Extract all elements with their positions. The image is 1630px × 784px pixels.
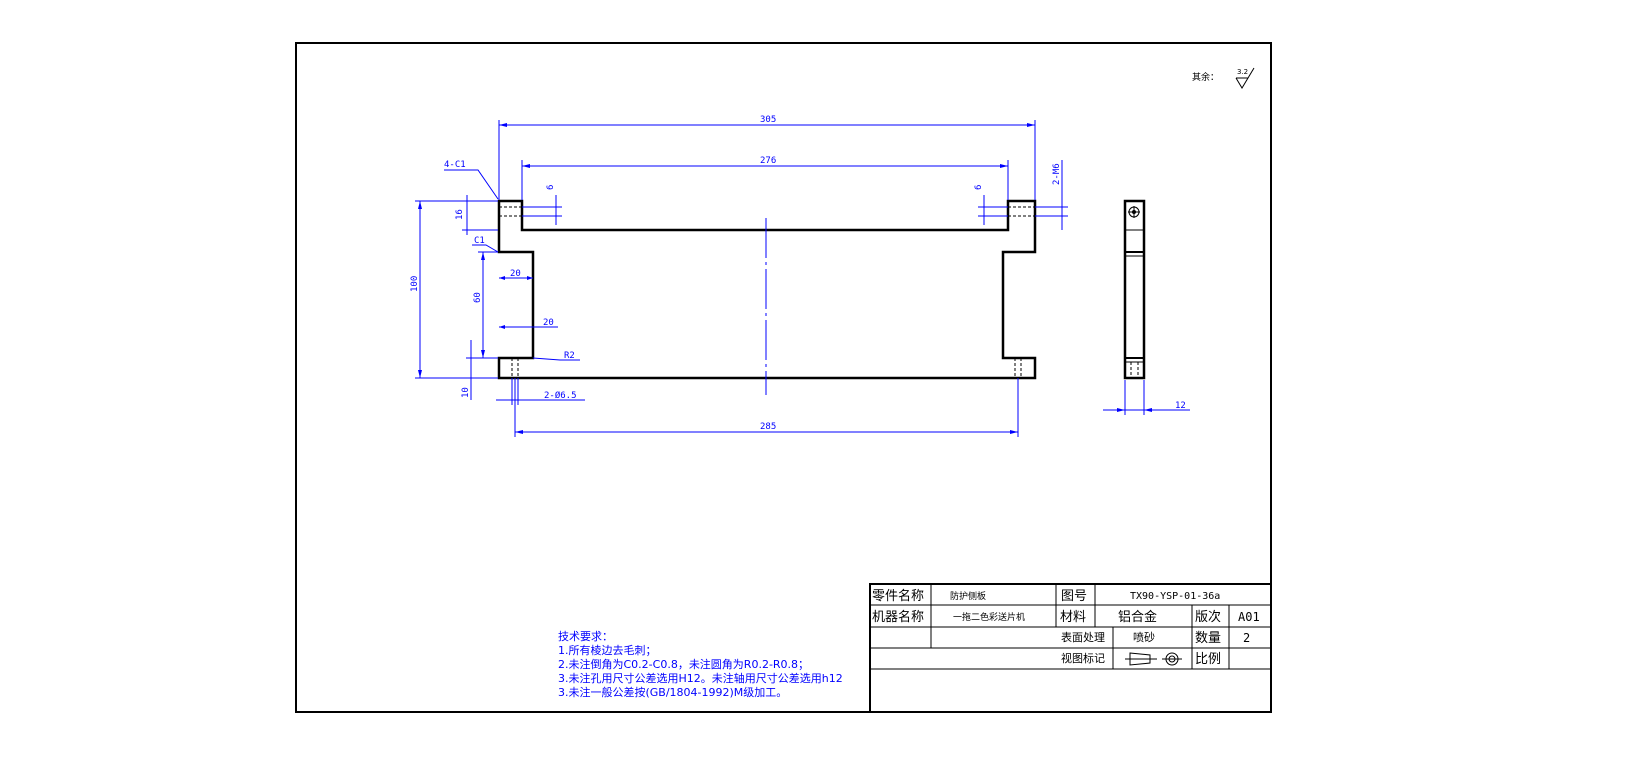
dim-c1: C1	[472, 236, 499, 253]
tb-surface: 喷砂	[1133, 631, 1155, 644]
side-outline	[1123, 199, 1146, 380]
tb-part-name-label: 零件名称	[872, 588, 924, 604]
dim-285-label: 285	[760, 422, 776, 432]
note-2: 2.未注倒角为C0.2-C0.8，未注圆角为R0.2-R0.8；	[558, 657, 809, 671]
bottom-holes	[511, 358, 1022, 378]
surface-note-label: 其余：	[1192, 71, 1219, 83]
dim-hole-label: 2-Ø6.5	[544, 390, 577, 401]
dim-6-right-label: 6	[974, 185, 984, 190]
dim-hole: 2-Ø6.5	[496, 378, 585, 405]
dim-276: 276	[521, 156, 1009, 200]
dim-4c1: 4-C1	[444, 160, 499, 200]
tb-drawing-no: TX90-YSP-01-36a	[1130, 591, 1220, 602]
note-1: 1.所有棱边去毛刺；	[558, 643, 657, 657]
title-block: 零件名称 防护侧板 图号 TX90-YSP-01-36a 机器名称 一拖二色彩送…	[869, 583, 1272, 713]
dim-6-left-label: 6	[546, 185, 556, 190]
dim-4c1-label: 4-C1	[444, 160, 466, 170]
tb-qty: 2	[1243, 631, 1250, 645]
dim-20-bottom: 20	[499, 318, 558, 329]
dim-20-bottom-label: 20	[543, 318, 554, 328]
dim-60-label: 60	[473, 292, 483, 303]
dim-2m6: 2-M6	[1035, 160, 1068, 230]
dim-100: 100	[410, 200, 498, 379]
dim-20-top-label: 20	[510, 269, 521, 279]
projection-symbol-icon	[1125, 652, 1182, 666]
tb-view-label: 视图标记	[1061, 651, 1105, 665]
dim-305: 305	[498, 115, 1036, 200]
dim-12: 12	[1103, 380, 1190, 415]
tb-material-label: 材料	[1060, 610, 1086, 625]
notes-title: 技术要求：	[558, 630, 613, 643]
surface-note-value: 3.2	[1237, 68, 1248, 76]
dim-r2-label: R2	[564, 351, 575, 361]
tb-machine: 一拖二色彩送片机	[953, 611, 1025, 623]
dim-6-left: 6	[522, 185, 562, 225]
tb-material: 铝合金	[1118, 609, 1157, 625]
dim-16-label: 16	[455, 209, 465, 220]
front-view	[497, 199, 1037, 395]
tb-part-name: 防护侧板	[950, 590, 986, 602]
dim-c1-label: C1	[474, 236, 485, 246]
dim-16: 16	[455, 195, 498, 235]
tb-version: A01	[1238, 610, 1260, 624]
technical-notes: 技术要求： 1.所有棱边去毛刺； 2.未注倒角为C0.2-C0.8，未注圆角为R…	[558, 630, 843, 699]
part-outline	[497, 199, 1037, 380]
side-view: 12	[1103, 199, 1190, 415]
roughness-symbol-icon	[1235, 67, 1255, 89]
dimensions: 305 276 6 6 2-M6	[410, 115, 1068, 437]
surface-roughness-note: 其余： 3.2	[1192, 67, 1255, 89]
dim-r2: R2	[532, 351, 580, 361]
tb-scale-label: 比例	[1195, 652, 1221, 667]
tb-machine-label: 机器名称	[872, 609, 924, 625]
dim-6-right: 6	[974, 185, 1008, 225]
note-4: 3.未注一般公差按(GB/1804-1992)M级加工。	[558, 685, 787, 699]
tb-qty-label: 数量	[1195, 631, 1221, 646]
note-3: 3.未注孔用尺寸公差选用H12。未注轴用尺寸公差选用h12	[558, 671, 843, 685]
tb-surface-label: 表面处理	[1061, 630, 1105, 644]
dim-276-label: 276	[760, 156, 776, 166]
dim-305-label: 305	[760, 115, 776, 125]
tb-drawing-no-label: 图号	[1061, 589, 1087, 604]
dim-20-top: 20	[499, 269, 533, 280]
dim-2m6-label: 2-M6	[1052, 163, 1062, 185]
dim-10: 10	[461, 340, 498, 400]
thread-holes-top	[499, 206, 1035, 217]
dim-100-label: 100	[410, 276, 420, 292]
tb-version-label: 版次	[1195, 609, 1221, 625]
dim-10-label: 10	[461, 387, 471, 398]
dim-285: 285	[514, 378, 1019, 437]
dim-12-label: 12	[1175, 401, 1186, 411]
